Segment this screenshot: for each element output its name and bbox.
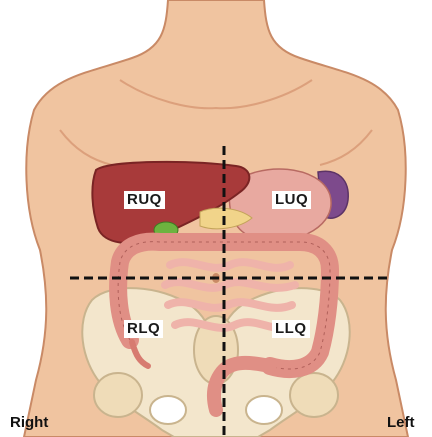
obturator-right: [150, 396, 186, 424]
obturator-left: [246, 396, 282, 424]
label-llq: LLQ: [272, 320, 310, 338]
label-rlq: RLQ: [124, 320, 163, 338]
hip-socket-left: [290, 373, 338, 417]
hip-socket-right: [94, 373, 142, 417]
label-luq: LUQ: [272, 191, 311, 209]
side-label-right: Right: [10, 414, 48, 432]
label-ruq: RUQ: [124, 191, 165, 209]
side-label-left: Left: [387, 414, 415, 432]
